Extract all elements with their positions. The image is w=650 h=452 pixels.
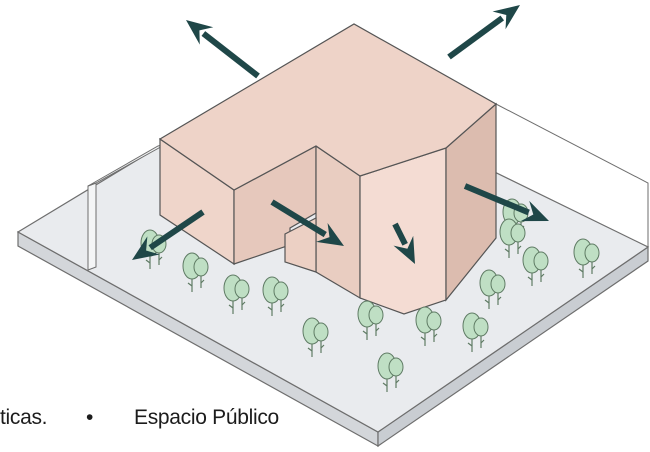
tree-icon bbox=[223, 274, 250, 314]
tree-icon bbox=[499, 218, 526, 258]
tree-icon bbox=[462, 312, 489, 352]
building-front-face bbox=[359, 147, 447, 315]
tree-icon bbox=[479, 269, 506, 309]
tree-icon bbox=[522, 246, 549, 286]
caption-bullet: • bbox=[86, 406, 94, 429]
rear-edge bbox=[495, 103, 649, 247]
tree-icon bbox=[573, 238, 600, 278]
wall-front bbox=[87, 182, 97, 271]
building-roof bbox=[158, 23, 498, 191]
view-arrow-icon bbox=[392, 222, 415, 264]
view-arrow-icon bbox=[132, 209, 205, 260]
tree-icon bbox=[377, 352, 404, 392]
tree-icon bbox=[182, 252, 209, 292]
tree-icon bbox=[262, 276, 289, 316]
tree-icon bbox=[415, 306, 442, 346]
caption-right-label: Espacio Público bbox=[134, 406, 279, 429]
tree-icon bbox=[302, 317, 329, 357]
view-arrow-icon bbox=[186, 20, 260, 79]
caption-left-fragment: ticas. bbox=[0, 406, 48, 429]
arrows-group bbox=[132, 5, 549, 264]
view-arrow-icon bbox=[447, 5, 520, 60]
view-arrow-icon bbox=[270, 199, 344, 246]
view-arrow-icon bbox=[463, 183, 549, 222]
tree-icon bbox=[357, 300, 384, 340]
